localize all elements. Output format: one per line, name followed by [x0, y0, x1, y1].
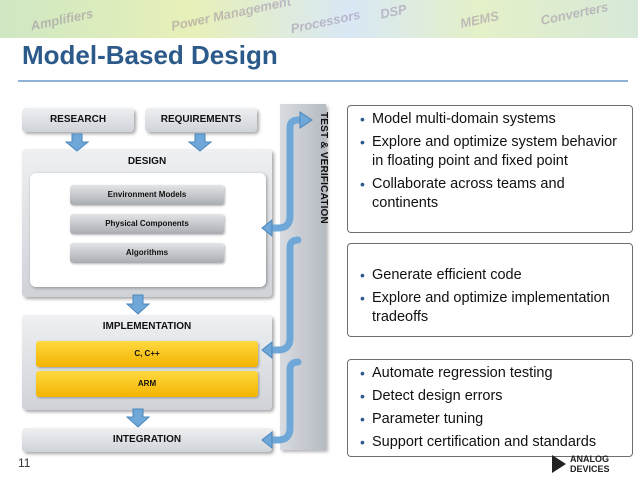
- arrowhead-design: [261, 218, 273, 238]
- header-banner: Amplifiers Power Management Processors D…: [0, 0, 638, 38]
- logo-text: ANALOG DEVICES: [570, 454, 610, 474]
- bullet: Collaborate across teams and continents: [354, 175, 626, 213]
- arrow-implementation-to-integration: [125, 408, 151, 428]
- design-item-environment-models: Environment Models: [70, 185, 224, 205]
- page-number: 11: [18, 456, 31, 470]
- bullet: Parameter tuning: [354, 410, 626, 429]
- arrowhead-implementation: [261, 340, 273, 360]
- analog-devices-logo: ANALOG DEVICES: [552, 453, 626, 475]
- design-item-physical-components: Physical Components: [70, 214, 224, 234]
- implementation-label: IMPLEMENTATION: [102, 321, 192, 332]
- design-label: DESIGN: [127, 156, 167, 167]
- design-item-algorithms: Algorithms: [70, 243, 224, 263]
- arrow-design-to-implementation: [125, 294, 151, 315]
- feedback-arrow-integration: [266, 358, 302, 444]
- arrow-research-to-design: [64, 133, 90, 152]
- implementation-item-arm: ARM: [36, 371, 258, 397]
- bullet: Model multi-domain systems: [354, 110, 626, 129]
- logo-triangle-icon: [552, 455, 566, 473]
- bullet: Explore and optimize system behavior in …: [354, 133, 626, 171]
- implementation-item-c-cpp: C, C++: [36, 341, 258, 367]
- bullet: Detect design errors: [354, 387, 626, 406]
- callout-implementation: Generate efficient code Explore and opti…: [347, 243, 633, 337]
- test-verification-label: TEST & VERIFICATION: [318, 112, 329, 224]
- callout-design: Model multi-domain systems Explore and o…: [347, 105, 633, 233]
- arrowhead-research-side: [299, 111, 313, 129]
- slide-title: Model-Based Design: [22, 40, 278, 70]
- design-box: DESIGN Environment Models Physical Compo…: [22, 149, 272, 297]
- callout-verification: Automate regression testing Detect desig…: [347, 359, 633, 457]
- requirements-box: REQUIREMENTS: [145, 108, 257, 132]
- design-inner-panel: Environment Models Physical Components A…: [30, 173, 266, 287]
- research-box: RESEARCH: [22, 108, 134, 132]
- implementation-box: IMPLEMENTATION C, C++ ARM: [22, 315, 272, 410]
- bullet: Generate efficient code: [354, 266, 626, 285]
- feedback-arrow-implementation: [266, 236, 302, 354]
- integration-box: INTEGRATION: [22, 428, 272, 452]
- bullet: Automate regression testing: [354, 364, 626, 383]
- research-label: RESEARCH: [49, 114, 107, 125]
- feedback-arrow-design: [266, 116, 302, 232]
- arrowhead-integration: [261, 430, 273, 450]
- title-divider: [18, 80, 628, 82]
- arrow-requirements-to-design: [187, 133, 213, 152]
- integration-label: INTEGRATION: [112, 434, 182, 445]
- requirements-label: REQUIREMENTS: [160, 114, 242, 125]
- bullet: Explore and optimize implementation trad…: [354, 289, 626, 327]
- bullet: Support certification and standards: [354, 433, 626, 452]
